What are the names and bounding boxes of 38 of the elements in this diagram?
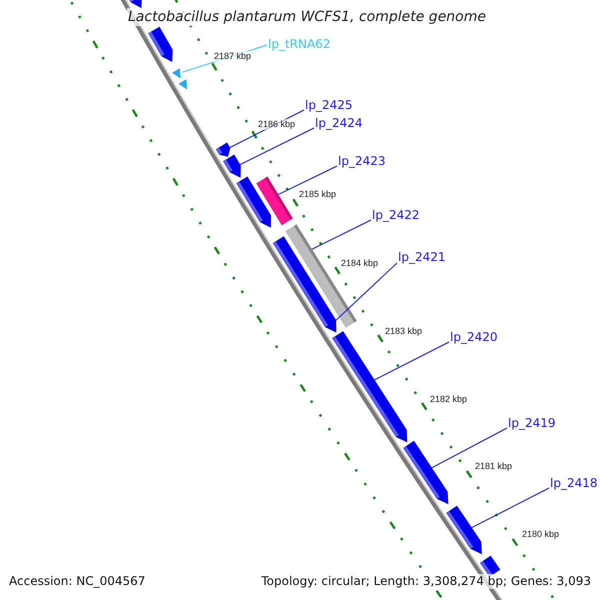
position-label: 2182 kbp	[430, 394, 468, 405]
gene-block	[148, 26, 173, 62]
position-label: 2183 kbp	[385, 326, 422, 337]
leader-line	[471, 488, 550, 528]
trna-marker	[178, 79, 187, 90]
gene-block	[446, 506, 482, 554]
leader-line	[240, 128, 314, 165]
genome-title: Lactobacillus plantarum WCFS1, complete genome	[127, 8, 487, 26]
gene-label: lp_tRNA62	[268, 37, 330, 51]
position-label: 2184 kbp	[341, 258, 378, 269]
gene-label: lp_2422	[372, 208, 420, 222]
gene-block	[216, 142, 230, 157]
gene-block	[223, 154, 241, 178]
gene-label: lp_2425	[305, 98, 352, 112]
leader-line	[230, 110, 304, 148]
trna-marker	[172, 68, 181, 78]
leader-line	[311, 220, 372, 250]
position-label: 2186 kbp	[258, 119, 296, 130]
gene-label: lp_2424	[315, 116, 362, 130]
genome-summary-text: Topology: circular; Length: 3,308,274 bp; Genes: 3,093	[261, 574, 591, 589]
position-label: 2185 kbp	[299, 189, 336, 200]
gene-block	[272, 236, 336, 333]
gene-block	[256, 176, 293, 226]
gene-label: lp_2420	[450, 330, 498, 344]
position-label: 2187 kbp	[214, 51, 252, 62]
leader-line	[431, 428, 508, 468]
gene-label: lp_2419	[508, 416, 556, 430]
accession-text: Accession: NC_004567	[9, 574, 146, 589]
gene-label: lp_2423	[338, 154, 386, 168]
leader-line	[278, 166, 338, 196]
leader-line	[182, 44, 268, 73]
leader-line	[374, 342, 450, 380]
gene-block	[403, 440, 448, 504]
position-label: 2181 kbp	[475, 461, 512, 472]
gene-label: lp_2421	[398, 250, 446, 264]
position-label: 2180 kbp	[522, 529, 560, 540]
gene-label: lp_2418	[550, 476, 598, 490]
leader-line	[336, 262, 398, 321]
